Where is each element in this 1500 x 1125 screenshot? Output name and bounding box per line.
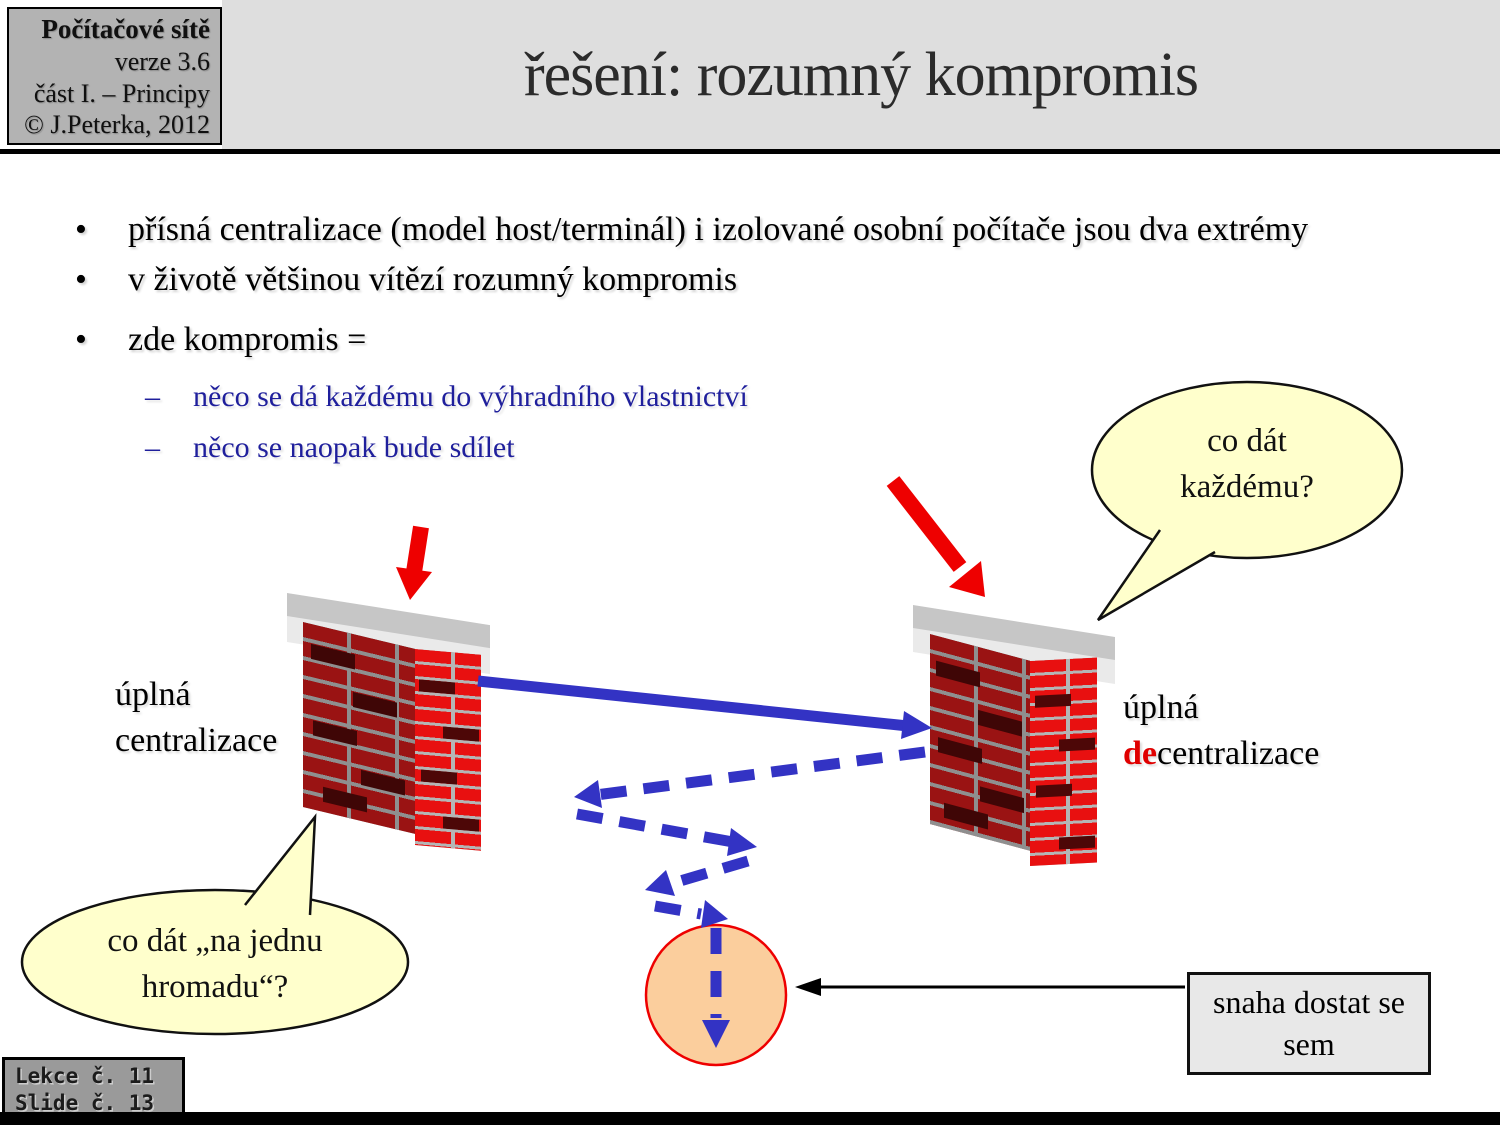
lecture-number: Lekce č. 11 (15, 1064, 155, 1088)
label-line: centralizace (115, 721, 278, 759)
bullet-marker: • (75, 261, 87, 298)
bullet-marker: • (75, 211, 87, 248)
wall-side-face (415, 649, 481, 851)
bullet-text: zde kompromis = (128, 321, 367, 358)
list-item: • přísná centralizace (model host/termin… (75, 205, 1320, 255)
course-info-box: Počítačové sítě verze 3.6 část I. – Prin… (7, 7, 222, 145)
bubble-line: co dát „na jednu (107, 923, 323, 959)
wall-side-face (1030, 657, 1097, 866)
list-item: • zde kompromis = (75, 315, 1320, 365)
bullet-text: něco se dá každému do výhradního vlastni… (193, 380, 748, 413)
course-copyright: © J.Peterka, 2012 (24, 110, 210, 140)
label-centralization: úplná centralizace (115, 672, 277, 764)
wall-front-face (930, 634, 1030, 851)
dark-brick (936, 660, 980, 688)
dark-brick (1036, 783, 1072, 798)
bullet-text: něco se naopak bude sdílet (193, 431, 515, 464)
dark-brick (361, 769, 405, 796)
header-bar: řešení: rozumný kompromis (222, 0, 1500, 150)
dark-brick (1059, 835, 1095, 850)
bullet-text: v životě většinou vítězí rozumný komprom… (128, 261, 738, 298)
bullet-text: přísná centralizace (model host/terminál… (128, 211, 1309, 248)
de-prefix: de (1123, 734, 1157, 772)
course-name: Počítačové sítě (41, 14, 210, 44)
label-line: úplná (1123, 689, 1199, 726)
wall-front-face (303, 622, 415, 834)
blue-solid-arrow (477, 675, 932, 739)
callout-line: sem (1283, 1025, 1335, 1062)
dark-brick (978, 709, 1022, 737)
dash-marker: – (145, 380, 160, 413)
dark-brick (311, 643, 355, 670)
dark-brick (1035, 693, 1071, 708)
dark-brick (419, 679, 455, 695)
dark-brick (980, 786, 1024, 814)
label-decentralization: úplná decentralizace (1123, 685, 1319, 777)
dark-brick (443, 726, 479, 742)
dark-brick (1059, 737, 1095, 752)
dark-brick (323, 786, 367, 813)
dark-brick (938, 737, 982, 764)
bubble-line: co dát (1207, 423, 1287, 459)
callout-line: snaha dostat se (1213, 983, 1405, 1020)
label-line: decentralizace (1123, 731, 1319, 777)
black-arrow (795, 978, 1185, 996)
course-part: část I. – Principy (33, 78, 210, 108)
dark-brick (944, 802, 988, 830)
list-item: • v životě většinou vítězí rozumný kompr… (75, 255, 1320, 305)
bullet-list: • přísná centralizace (model host/termin… (75, 205, 1320, 471)
red-arrow-left (396, 525, 432, 600)
dark-brick (313, 720, 357, 746)
slide-number: Slide č. 13 (15, 1091, 155, 1116)
dark-brick (353, 692, 397, 718)
header-divider (0, 149, 1500, 154)
bubble-line: hromadu“? (141, 969, 289, 1006)
blue-dashed-zigzag (574, 746, 926, 1048)
list-item: – něco se dá každému do výhradního vlast… (75, 374, 1320, 420)
bubble-right-text: co dát každému? (1127, 418, 1367, 510)
list-item: – něco se naopak bude sdílet (75, 425, 1320, 471)
dash-marker: – (145, 431, 160, 464)
page-title: řešení: rozumný kompromis (523, 40, 1199, 109)
bullet-marker: • (75, 321, 87, 358)
callout-box: snaha dostat se sem (1187, 972, 1431, 1075)
dark-brick (421, 769, 457, 785)
bubble-line: každému? (1180, 469, 1314, 506)
red-arrow-right (886, 476, 985, 597)
bottom-strip (0, 1112, 1500, 1125)
label-line: úplná (115, 676, 191, 713)
dark-brick (443, 816, 479, 832)
bubble-left-text: co dát „na jednu hromadu“? (40, 918, 390, 1010)
course-version: verze 3.6 (114, 46, 210, 76)
label-rest: centralizace (1157, 734, 1320, 772)
compromise-circle (644, 923, 788, 1067)
